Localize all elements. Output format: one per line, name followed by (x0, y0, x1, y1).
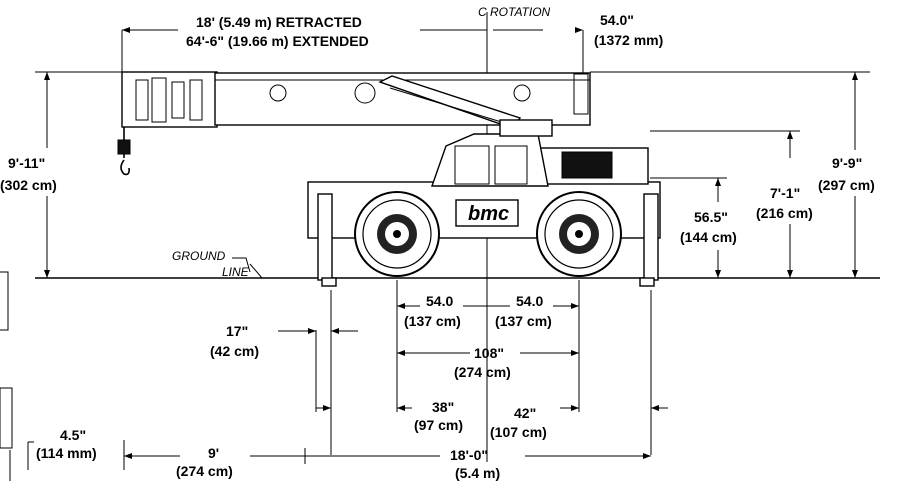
tail-swing-label: 54.0" (600, 12, 634, 28)
axle-left-cm-label: (137 cm) (404, 313, 461, 329)
rear-overhang-label: 42" (514, 405, 536, 421)
edge-fragments (0, 271, 13, 481)
brand-logo: bmc (468, 203, 509, 225)
boom-extended-label: 64'-6" (19.66 m) EXTENDED (186, 33, 369, 49)
crane-boom (117, 71, 591, 176)
dimension-lines (27, 12, 880, 470)
boom-height-cm-label: (297 cm) (818, 177, 875, 193)
wheelbase-cm-label: (274 cm) (454, 364, 511, 380)
arrowheads (44, 27, 858, 459)
rear-wheel (536, 191, 622, 277)
front-overhang-label: 38" (432, 399, 454, 415)
overall-height-label: 9'-11" (8, 155, 45, 171)
overall-length-label: 18'-0" (450, 447, 488, 463)
rotation-label: C ROTATION (478, 5, 551, 19)
outrigger-label: 17" (226, 323, 248, 339)
boom-height-label: 9'-9" (832, 155, 862, 171)
cab-height-cm-label: (216 cm) (756, 205, 813, 221)
dimension-labels: 18' (5.49 m) RETRACTED 64'-6" (19.66 m) … (0, 5, 875, 481)
outriggers (317, 193, 659, 287)
boom-overhang-label: 9' (208, 445, 219, 461)
deck-height-cm-label: (144 cm) (680, 229, 737, 245)
ground-line-label: LINE (222, 265, 250, 279)
clearance-label: 4.5" (60, 427, 86, 443)
deck-height-label: 56.5" (694, 209, 728, 225)
axle-left-label: 54.0 (426, 293, 453, 309)
boom-retracted-label: 18' (5.49 m) RETRACTED (196, 14, 362, 30)
axle-right-label: 54.0 (516, 293, 543, 309)
axle-right-cm-label: (137 cm) (495, 313, 552, 329)
outrigger-cm-label: (42 cm) (210, 343, 259, 359)
front-wheel (354, 191, 440, 277)
front-overhang-cm-label: (97 cm) (414, 417, 463, 433)
overall-length-m-label: (5.4 m) (455, 465, 500, 481)
boom-overhang-cm-label: (274 cm) (176, 463, 233, 479)
overall-height-cm-label: (302 cm) (0, 177, 57, 193)
ground-label: GROUND (172, 249, 226, 263)
wheelbase-label: 108" (474, 345, 504, 361)
rear-overhang-cm-label: (107 cm) (490, 424, 547, 440)
clearance-mm-label: (114 mm) (36, 445, 97, 461)
cab-height-label: 7'-1" (770, 185, 800, 201)
tail-swing-mm-label: (1372 mm) (594, 32, 663, 48)
